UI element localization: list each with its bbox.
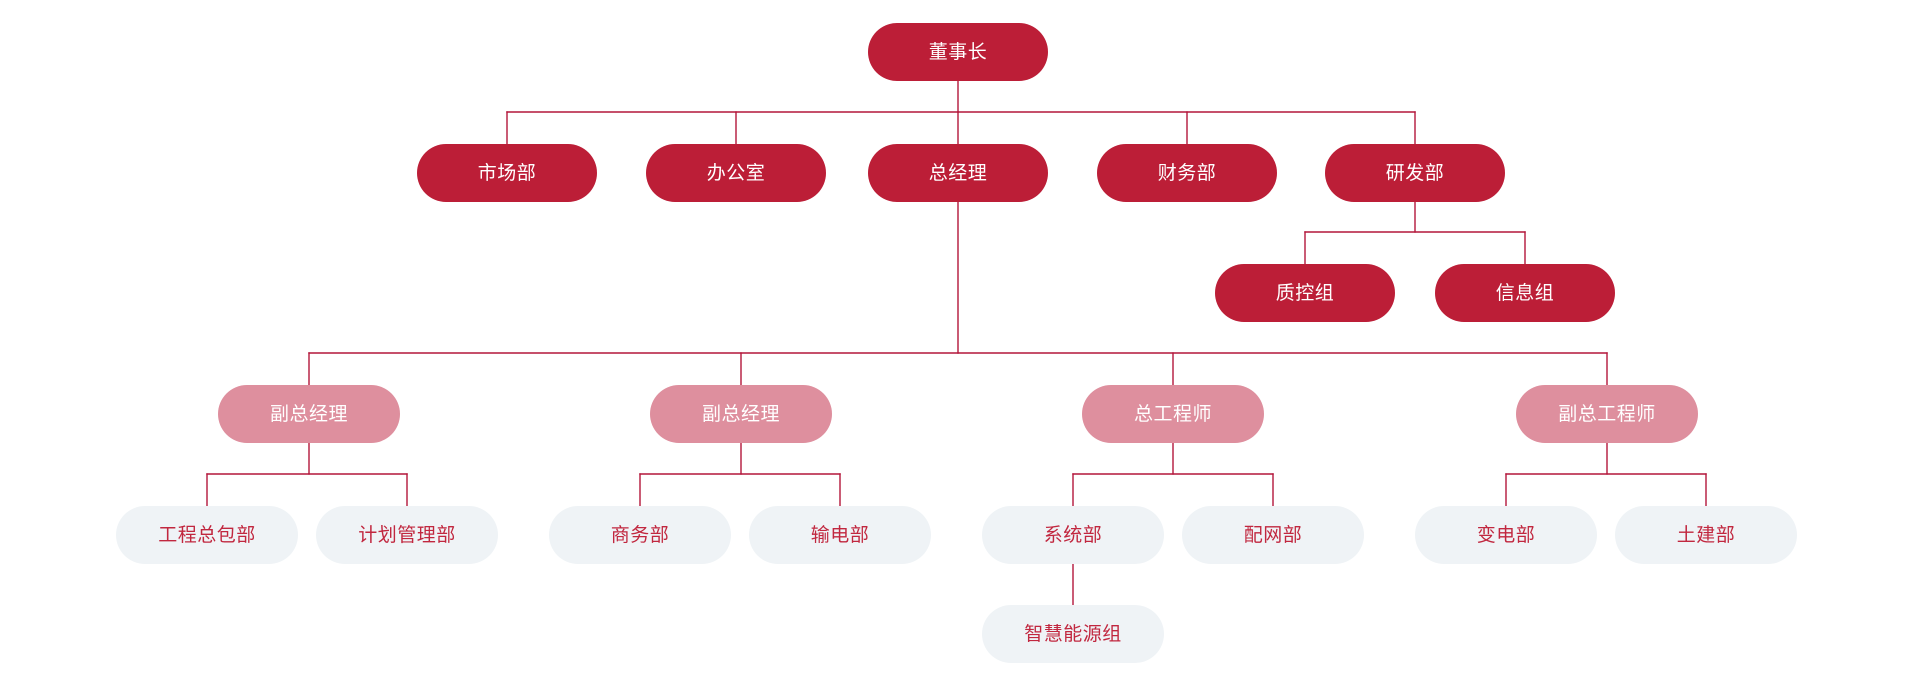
node-label-chairman: 董事长 (928, 41, 988, 63)
node-label-distribution-network-dept: 配网部 (1243, 524, 1303, 546)
node-label-deputy-general-manager-1: 副总经理 (269, 403, 348, 425)
node-substation-dept[interactable]: 变电部 (1415, 506, 1597, 564)
node-system-dept[interactable]: 系统部 (982, 506, 1164, 564)
node-transmission-dept[interactable]: 输电部 (749, 506, 931, 564)
node-label-office: 办公室 (706, 162, 766, 184)
node-distribution-network-dept[interactable]: 配网部 (1182, 506, 1364, 564)
node-label-general-manager: 总经理 (928, 162, 988, 184)
node-deputy-chief-engineer[interactable]: 副总工程师 (1516, 385, 1698, 443)
node-label-chief-engineer: 总工程师 (1133, 403, 1212, 425)
node-plan-management-dept[interactable]: 计划管理部 (316, 506, 498, 564)
node-business-dept[interactable]: 商务部 (549, 506, 731, 564)
node-label-finance-dept: 财务部 (1157, 162, 1217, 184)
node-office[interactable]: 办公室 (646, 144, 826, 202)
node-label-system-dept: 系统部 (1043, 524, 1103, 546)
node-deputy-general-manager-1[interactable]: 副总经理 (218, 385, 400, 443)
node-label-epc-dept: 工程总包部 (158, 524, 256, 546)
node-label-smart-energy-group: 智慧能源组 (1024, 623, 1122, 645)
node-label-deputy-chief-engineer: 副总工程师 (1558, 403, 1656, 425)
node-chief-engineer[interactable]: 总工程师 (1082, 385, 1264, 443)
node-label-plan-management-dept: 计划管理部 (358, 524, 456, 546)
node-label-substation-dept: 变电部 (1476, 524, 1536, 546)
node-civil-engineering-dept[interactable]: 土建部 (1615, 506, 1797, 564)
node-info-group[interactable]: 信息组 (1435, 264, 1615, 322)
node-epc-dept[interactable]: 工程总包部 (116, 506, 298, 564)
node-rnd-dept[interactable]: 研发部 (1325, 144, 1505, 202)
node-chairman[interactable]: 董事长 (868, 23, 1048, 81)
node-label-qc-group: 质控组 (1275, 282, 1335, 304)
node-label-transmission-dept: 输电部 (810, 524, 870, 546)
node-deputy-general-manager-2[interactable]: 副总经理 (650, 385, 832, 443)
node-finance-dept[interactable]: 财务部 (1097, 144, 1277, 202)
node-label-business-dept: 商务部 (610, 524, 670, 546)
node-label-info-group: 信息组 (1495, 282, 1555, 304)
node-marketing-dept[interactable]: 市场部 (417, 144, 597, 202)
node-label-rnd-dept: 研发部 (1385, 162, 1445, 184)
node-label-civil-engineering-dept: 土建部 (1676, 524, 1736, 546)
node-smart-energy-group[interactable]: 智慧能源组 (982, 605, 1164, 663)
node-label-marketing-dept: 市场部 (477, 162, 537, 184)
node-general-manager[interactable]: 总经理 (868, 144, 1048, 202)
node-label-deputy-general-manager-2: 副总经理 (701, 403, 780, 425)
node-qc-group[interactable]: 质控组 (1215, 264, 1395, 322)
